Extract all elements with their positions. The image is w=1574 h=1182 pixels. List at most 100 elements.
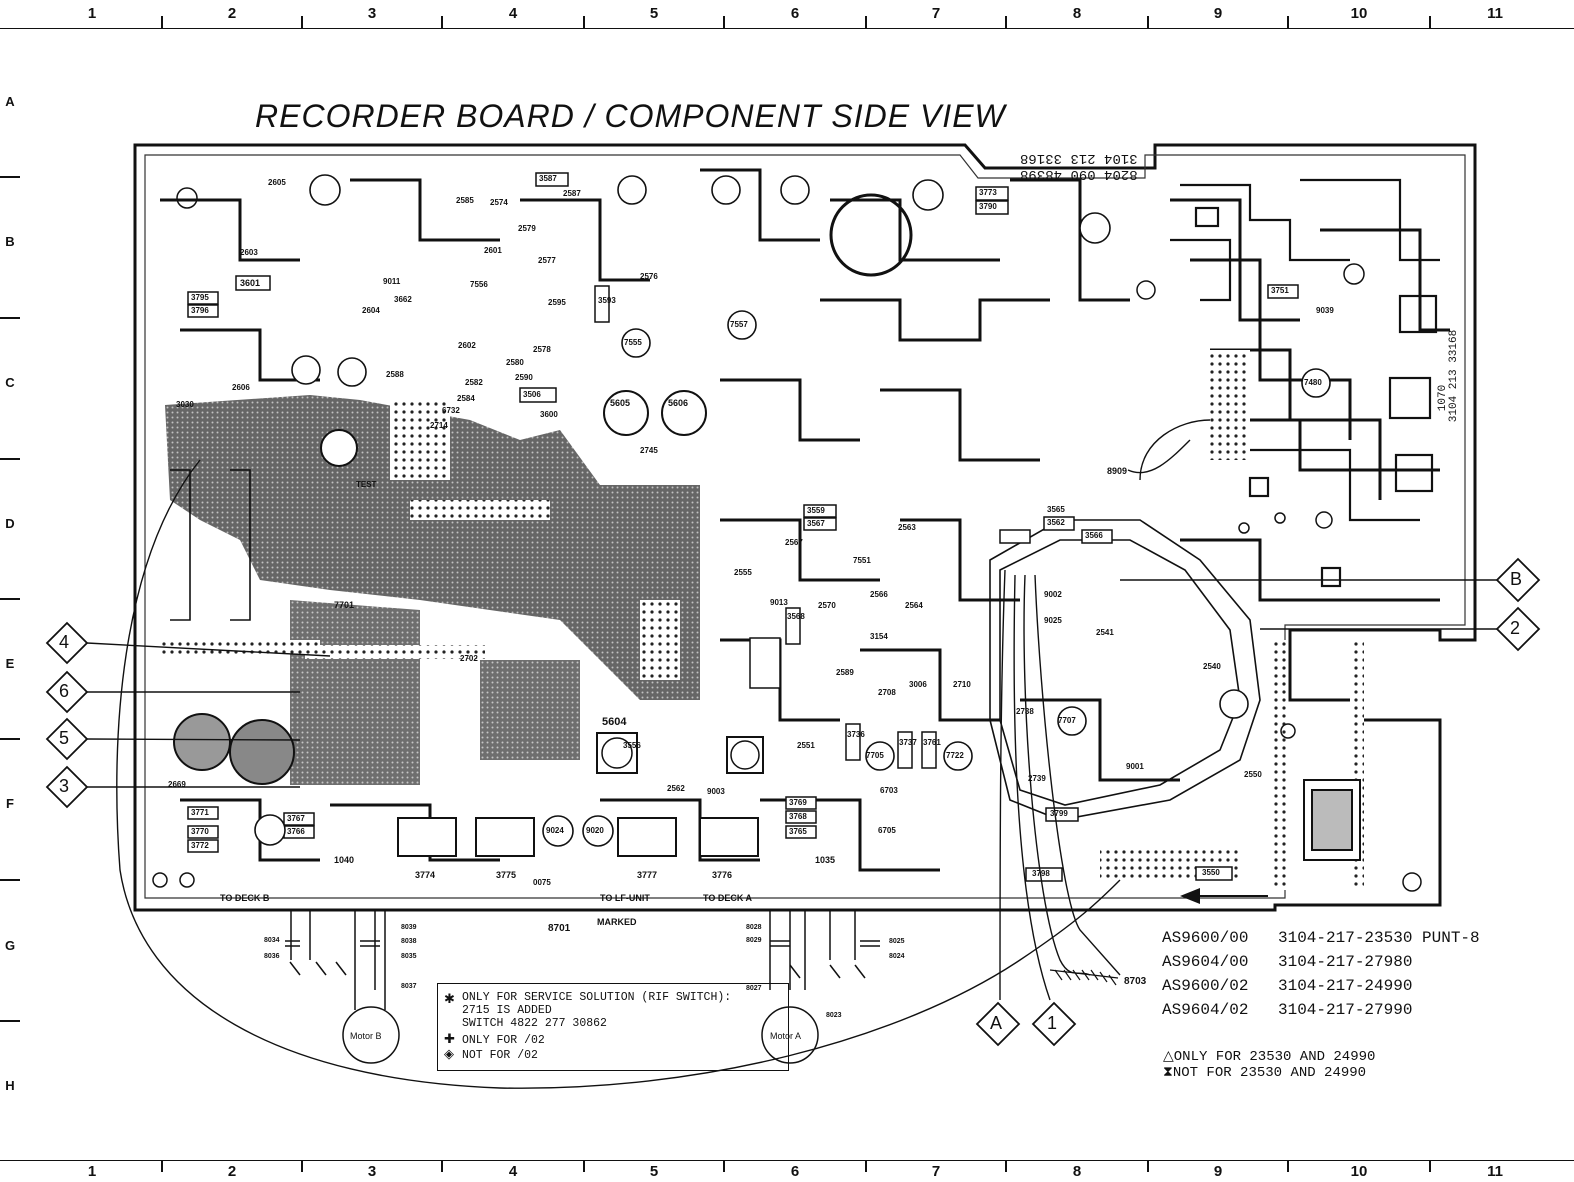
coil-5606 xyxy=(661,390,707,436)
label-3736: 3736 xyxy=(847,730,865,739)
grid-divider xyxy=(441,16,443,28)
label-3662: 3662 xyxy=(394,295,412,304)
transistor-group xyxy=(254,174,1331,847)
grid-divider xyxy=(0,879,20,881)
label-3506: 3506 xyxy=(523,390,541,399)
label-2590: 2590 xyxy=(515,373,533,382)
label-2577: 2577 xyxy=(538,256,556,265)
label-2550: 2550 xyxy=(1244,770,1262,779)
label-7551: 7551 xyxy=(853,556,871,565)
label-3550: 3550 xyxy=(1202,868,1220,877)
pad-row xyxy=(390,400,450,480)
model-row: AS9600/00 3104-217-23530 PUNT-8 xyxy=(1162,929,1480,953)
label-3556: 3556 xyxy=(623,741,641,750)
model-name: AS9604/02 xyxy=(1162,1001,1249,1019)
label-9024: 9024 xyxy=(546,826,564,835)
label-7705: 7705 xyxy=(866,751,884,760)
label-3772: 3772 xyxy=(191,841,209,850)
label-8027: 8027 xyxy=(746,985,762,992)
row-label: B xyxy=(5,234,15,249)
label-2576: 2576 xyxy=(640,272,658,281)
grid-divider xyxy=(723,1160,725,1172)
label-3587: 3587 xyxy=(539,174,557,183)
label-2566: 2566 xyxy=(870,590,888,599)
plus-icon: ✚ xyxy=(444,1032,455,1047)
grid-divider xyxy=(865,16,867,28)
mirrored-side-number: 1070 xyxy=(1437,384,1450,412)
label-7555: 7555 xyxy=(624,338,642,347)
model-name: AS9600/00 xyxy=(1162,929,1249,947)
label-3765: 3765 xyxy=(789,827,807,836)
label-2585: 2585 xyxy=(456,196,474,205)
model-code: 3104-217-23530 PUNT-8 xyxy=(1278,929,1480,947)
label-2562: 2562 xyxy=(667,784,685,793)
label-2669: 2669 xyxy=(168,780,186,789)
label-3798: 3798 xyxy=(1032,869,1050,878)
right-connector-markers xyxy=(1495,557,1541,652)
grid-divider xyxy=(301,1160,303,1172)
row-label: E xyxy=(5,656,15,671)
label-7707: 7707 xyxy=(1058,716,1076,725)
grid-divider xyxy=(1005,1160,1007,1172)
label-2587: 2587 xyxy=(563,189,581,198)
ground-plane xyxy=(290,600,420,785)
left-marker-leaders xyxy=(86,642,331,788)
label-2540: 2540 xyxy=(1203,662,1221,671)
label-3776: 3776 xyxy=(712,870,733,880)
label-3771: 3771 xyxy=(191,808,209,817)
grid-divider xyxy=(0,176,20,178)
column-label: 11 xyxy=(1487,5,1503,22)
legend-star-line: ONLY FOR SERVICE SOLUTION (RIF SWITCH): xyxy=(462,991,732,1004)
column-label: 8 xyxy=(1072,5,1082,22)
label-2588: 2588 xyxy=(386,370,404,379)
pad-row xyxy=(1210,350,1250,460)
label-2570: 2570 xyxy=(818,601,836,610)
label-3565: 3565 xyxy=(1047,505,1065,514)
column-label: 10 xyxy=(1350,1163,1368,1180)
legend-diamond-line: NOT FOR /02 xyxy=(462,1049,538,1062)
row-label: H xyxy=(5,1078,15,1093)
triangle-icon: △ xyxy=(1163,1049,1174,1065)
label-to-deck-a: TO DECK A xyxy=(703,893,753,903)
legend-star-line: 2715 IS ADDED xyxy=(462,1004,552,1017)
grid-divider xyxy=(301,16,303,28)
label-2582: 2582 xyxy=(465,378,483,387)
label-6703: 6703 xyxy=(880,786,898,795)
label-marked: MARKED xyxy=(597,917,637,927)
label-2567: 2567 xyxy=(785,538,803,547)
label-3766: 3766 xyxy=(287,827,305,836)
column-label: 7 xyxy=(931,5,941,22)
label-3568: 3568 xyxy=(787,612,805,621)
label-8025: 8025 xyxy=(889,938,905,945)
bottom-connector-markers xyxy=(975,1001,1077,1047)
deck-a-schematic xyxy=(761,910,880,1064)
label-2708: 2708 xyxy=(878,688,896,697)
mirrored-board-code: 3104 213 33168 xyxy=(1020,150,1138,166)
label-8038: 8038 xyxy=(401,938,417,945)
connector-marker-b: B xyxy=(1510,569,1523,589)
coil xyxy=(229,719,295,785)
label-1035: 1035 xyxy=(815,855,836,865)
legend-plus-line: ONLY FOR /02 xyxy=(462,1034,545,1047)
label-3154: 3154 xyxy=(870,632,888,641)
label-2578: 2578 xyxy=(533,345,551,354)
column-label: 7 xyxy=(931,1163,941,1180)
label-3770: 3770 xyxy=(191,827,209,836)
column-label: 10 xyxy=(1350,5,1368,22)
label-3796: 3796 xyxy=(191,306,209,315)
grid-divider xyxy=(441,1160,443,1172)
ground-plane xyxy=(165,395,700,700)
row-label: G xyxy=(4,938,16,953)
resistor-group xyxy=(187,172,1299,882)
column-label: 1 xyxy=(87,1163,97,1180)
note-row: ⧗NOT FOR 23530 AND 24990 xyxy=(1163,1065,1375,1082)
switch-rif xyxy=(320,429,358,467)
column-label: 9 xyxy=(1213,5,1223,22)
mirrored-side-code: 3104 213 33168 xyxy=(1448,329,1461,423)
label-2738: 2738 xyxy=(1016,707,1034,716)
row-label: C xyxy=(5,375,15,390)
label-8037: 8037 xyxy=(401,983,417,990)
